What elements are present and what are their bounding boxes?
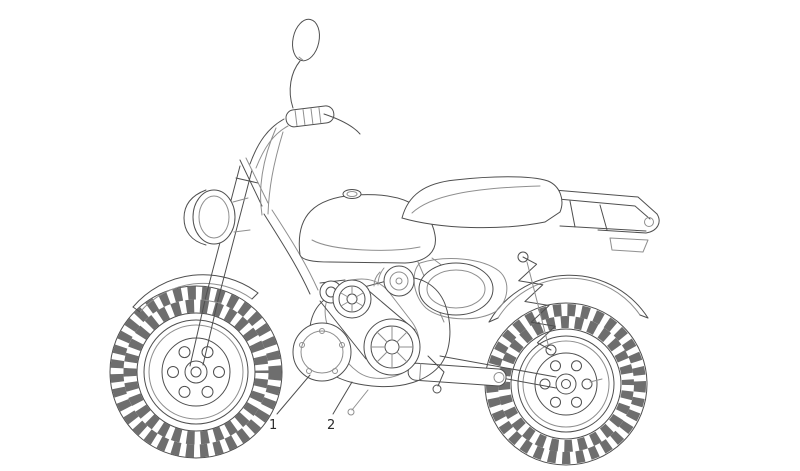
footpeg bbox=[351, 389, 369, 411]
callout-2: 2 bbox=[327, 381, 353, 433]
front-fender bbox=[132, 274, 259, 313]
control-cable bbox=[260, 127, 277, 216]
brake-lever bbox=[323, 113, 361, 135]
engine bbox=[292, 265, 451, 394]
rear-wheel bbox=[484, 302, 648, 466]
rear-shock bbox=[517, 251, 557, 356]
kick-lever bbox=[427, 355, 445, 387]
crank-cover bbox=[292, 322, 352, 382]
fuel-tank bbox=[298, 189, 436, 264]
handlebar bbox=[249, 105, 361, 216]
front-wheel bbox=[109, 285, 283, 459]
fuel-cap bbox=[342, 189, 362, 199]
rear-fender bbox=[488, 274, 649, 323]
callout-1: 1 bbox=[269, 374, 311, 433]
belt-drive bbox=[319, 279, 421, 376]
side-cover bbox=[413, 258, 508, 320]
callout-2-label: 2 bbox=[327, 418, 335, 433]
exhaust bbox=[407, 362, 507, 387]
air-cleaner bbox=[373, 265, 415, 297]
headlight bbox=[183, 189, 251, 246]
mirror bbox=[289, 18, 320, 109]
rear-rack bbox=[553, 189, 660, 253]
callout-1-label: 1 bbox=[269, 418, 277, 433]
seat bbox=[401, 176, 563, 229]
